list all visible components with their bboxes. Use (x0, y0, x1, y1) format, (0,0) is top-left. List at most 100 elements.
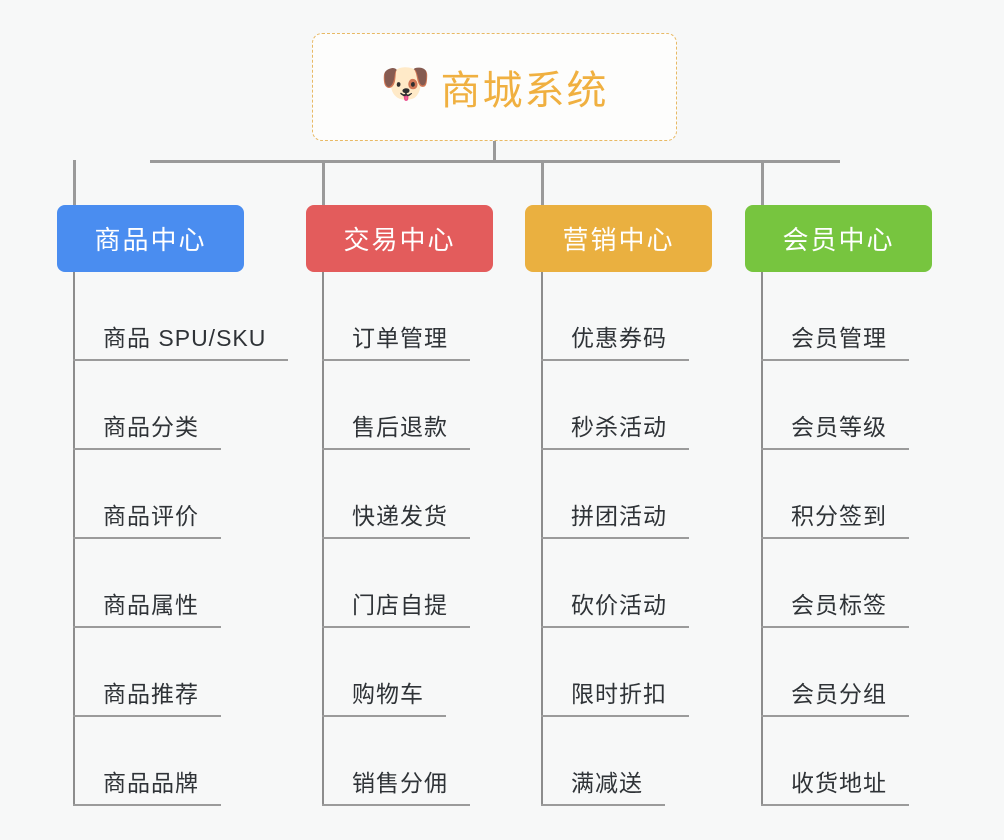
spine-trade-center (322, 272, 324, 806)
leaf-item-underline: 门店自提 (322, 586, 470, 628)
leaf-item-label: 会员管理 (791, 325, 887, 351)
leaf-item[interactable]: 会员标签 (761, 539, 945, 628)
leaf-item-underline: 商品属性 (73, 586, 221, 628)
leaf-item[interactable]: 会员分组 (761, 628, 945, 717)
leaf-item-underline: 会员分组 (761, 675, 909, 717)
leaf-item-label: 限时折扣 (571, 681, 667, 707)
leaf-item-underline: 会员标签 (761, 586, 909, 628)
category-header-marketing-center[interactable]: 营销中心 (525, 205, 712, 272)
leaf-list-trade-center: 订单管理售后退款快递发货门店自提购物车销售分佣 (306, 272, 506, 806)
leaf-item[interactable]: 订单管理 (322, 272, 506, 361)
leaf-list-marketing-center: 优惠券码秒杀活动拼团活动砍价活动限时折扣满减送 (525, 272, 725, 806)
leaf-item[interactable]: 会员管理 (761, 272, 945, 361)
leaf-item[interactable]: 满减送 (541, 717, 725, 806)
leaf-item-underline: 商品评价 (73, 497, 221, 539)
leaf-item-underline: 购物车 (322, 675, 446, 717)
leaf-item-label: 订单管理 (352, 325, 448, 351)
leaf-item-underline: 商品 SPU/SKU (73, 319, 289, 361)
root-node[interactable]: 🐶 商城系统 (312, 33, 677, 141)
connector-drop-member-center (761, 160, 764, 206)
leaf-item[interactable]: 售后退款 (322, 361, 506, 450)
shiba-dog-face-icon: 🐶 (380, 62, 431, 106)
leaf-item-underline: 订单管理 (322, 319, 470, 361)
leaf-item-label: 砍价活动 (571, 592, 667, 618)
leaf-item[interactable]: 销售分佣 (322, 717, 506, 806)
leaf-item-underline: 商品分类 (73, 408, 221, 450)
leaf-item-underline: 会员管理 (761, 319, 909, 361)
leaf-item[interactable]: 积分签到 (761, 450, 945, 539)
leaf-item[interactable]: 购物车 (322, 628, 506, 717)
leaf-item-underline: 优惠券码 (541, 319, 689, 361)
leaf-item[interactable]: 限时折扣 (541, 628, 725, 717)
leaf-item[interactable]: 商品分类 (73, 361, 257, 450)
leaf-item[interactable]: 秒杀活动 (541, 361, 725, 450)
leaf-item[interactable]: 商品 SPU/SKU (73, 272, 289, 361)
leaf-item-underline: 积分签到 (761, 497, 909, 539)
connector-root-stem (493, 141, 496, 163)
leaf-item-label: 收货地址 (791, 770, 887, 796)
leaf-item[interactable]: 收货地址 (761, 717, 945, 806)
leaf-item[interactable]: 优惠券码 (541, 272, 725, 361)
spine-marketing-center (541, 272, 543, 806)
leaf-item-label: 商品属性 (103, 592, 199, 618)
leaf-item-underline: 快递发货 (322, 497, 470, 539)
leaf-item[interactable]: 商品评价 (73, 450, 257, 539)
category-header-label: 营销中心 (562, 225, 675, 255)
leaf-item[interactable]: 商品品牌 (73, 717, 257, 806)
connector-horizontal-bus (150, 160, 840, 163)
leaf-item-underline: 销售分佣 (322, 764, 470, 806)
leaf-item[interactable]: 会员等级 (761, 361, 945, 450)
column-product-center: 商品中心商品 SPU/SKU 商品分类商品评价商品属性商品推荐商品品牌 (57, 205, 289, 806)
leaf-item-label: 秒杀活动 (571, 414, 667, 440)
spine-product-center (73, 272, 75, 806)
spine-member-center (761, 272, 763, 806)
leaf-item[interactable]: 快递发货 (322, 450, 506, 539)
category-header-product-center[interactable]: 商品中心 (57, 205, 244, 272)
leaf-item-underline: 拼团活动 (541, 497, 689, 539)
leaf-item-underline: 秒杀活动 (541, 408, 689, 450)
leaf-item[interactable]: 拼团活动 (541, 450, 725, 539)
leaf-item-underline: 限时折扣 (541, 675, 689, 717)
category-header-label: 交易中心 (343, 225, 456, 255)
connector-drop-trade-center (322, 160, 325, 206)
leaf-item-label: 商品评价 (103, 503, 199, 529)
leaf-item-underline: 满减送 (541, 764, 665, 806)
leaf-item-underline: 会员等级 (761, 408, 909, 450)
leaf-item-label: 满减送 (571, 770, 643, 796)
leaf-item[interactable]: 商品属性 (73, 539, 257, 628)
category-header-member-center[interactable]: 会员中心 (745, 205, 932, 272)
leaf-item[interactable]: 商品推荐 (73, 628, 257, 717)
leaf-item-label: 商品品牌 (103, 770, 199, 796)
column-trade-center: 交易中心订单管理售后退款快递发货门店自提购物车销售分佣 (306, 205, 506, 806)
leaf-item-underline: 商品推荐 (73, 675, 221, 717)
leaf-item-label: 快递发货 (352, 503, 448, 529)
leaf-item-label: 售后退款 (352, 414, 448, 440)
category-header-label: 商品中心 (94, 225, 207, 255)
leaf-item-label: 商品分类 (103, 414, 199, 440)
leaf-item-label: 门店自提 (352, 592, 448, 618)
leaf-item-label: 商品 SPU/SKU (103, 325, 267, 351)
leaf-item-label: 拼团活动 (571, 503, 667, 529)
leaf-list-product-center: 商品 SPU/SKU 商品分类商品评价商品属性商品推荐商品品牌 (57, 272, 289, 806)
category-header-trade-center[interactable]: 交易中心 (306, 205, 493, 272)
leaf-list-member-center: 会员管理会员等级积分签到会员标签会员分组收货地址 (745, 272, 945, 806)
leaf-item-label: 优惠券码 (571, 325, 667, 351)
leaf-item-underline: 商品品牌 (73, 764, 221, 806)
leaf-item[interactable]: 砍价活动 (541, 539, 725, 628)
root-title: 商城系统 (440, 69, 609, 113)
category-header-label: 会员中心 (782, 225, 895, 255)
leaf-item-underline: 收货地址 (761, 764, 909, 806)
leaf-item[interactable]: 门店自提 (322, 539, 506, 628)
leaf-item-underline: 砍价活动 (541, 586, 689, 628)
leaf-item-label: 商品推荐 (103, 681, 199, 707)
leaf-item-label: 积分签到 (791, 503, 887, 529)
connector-drop-product-center (73, 160, 76, 206)
leaf-item-label: 销售分佣 (352, 770, 448, 796)
leaf-item-label: 会员标签 (791, 592, 887, 618)
leaf-item-label: 会员分组 (791, 681, 887, 707)
leaf-item-label: 会员等级 (791, 414, 887, 440)
leaf-item-underline: 售后退款 (322, 408, 470, 450)
column-member-center: 会员中心会员管理会员等级积分签到会员标签会员分组收货地址 (745, 205, 945, 806)
leaf-item-label: 购物车 (352, 681, 424, 707)
